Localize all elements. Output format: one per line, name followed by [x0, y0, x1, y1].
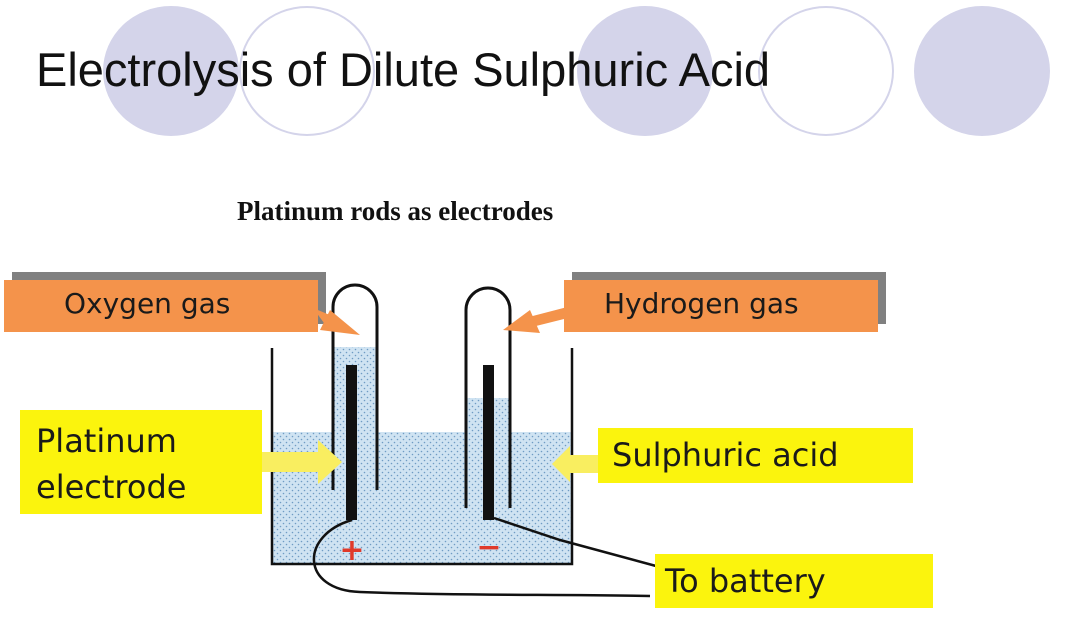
oxygen-arrow: [313, 308, 360, 335]
slide-title: Electrolysis of Dilute Sulphuric Acid: [36, 43, 771, 96]
anode-rod: [346, 365, 357, 520]
decor-circle-4: [758, 6, 894, 136]
decor-circle-3: [577, 6, 713, 136]
decor-circle-2: [239, 6, 375, 136]
plus-sign: +: [339, 533, 364, 568]
anode-wire: [312, 518, 651, 598]
oxygen-gas-label: Oxygen gas: [4, 280, 318, 332]
to-battery-label: To battery: [655, 554, 933, 608]
platinum-electrode-label: Platinum electrode: [20, 410, 262, 514]
platinum-arrow: [262, 440, 342, 484]
decor-circle-5: [914, 6, 1050, 136]
platinum-line-1: Platinum: [36, 422, 177, 460]
slide-subtitle: Platinum rods as electrodes: [237, 196, 554, 226]
sulphuric-acid-label: Sulphuric acid: [598, 428, 913, 483]
platinum-line-2: electrode: [36, 468, 187, 506]
cathode-wire: [493, 516, 657, 568]
cathode-rod: [483, 365, 494, 520]
hydrogen-gas-label: Hydrogen gas: [564, 280, 878, 332]
minus-sign: −: [476, 530, 501, 565]
decor-circle-1: [103, 6, 239, 136]
